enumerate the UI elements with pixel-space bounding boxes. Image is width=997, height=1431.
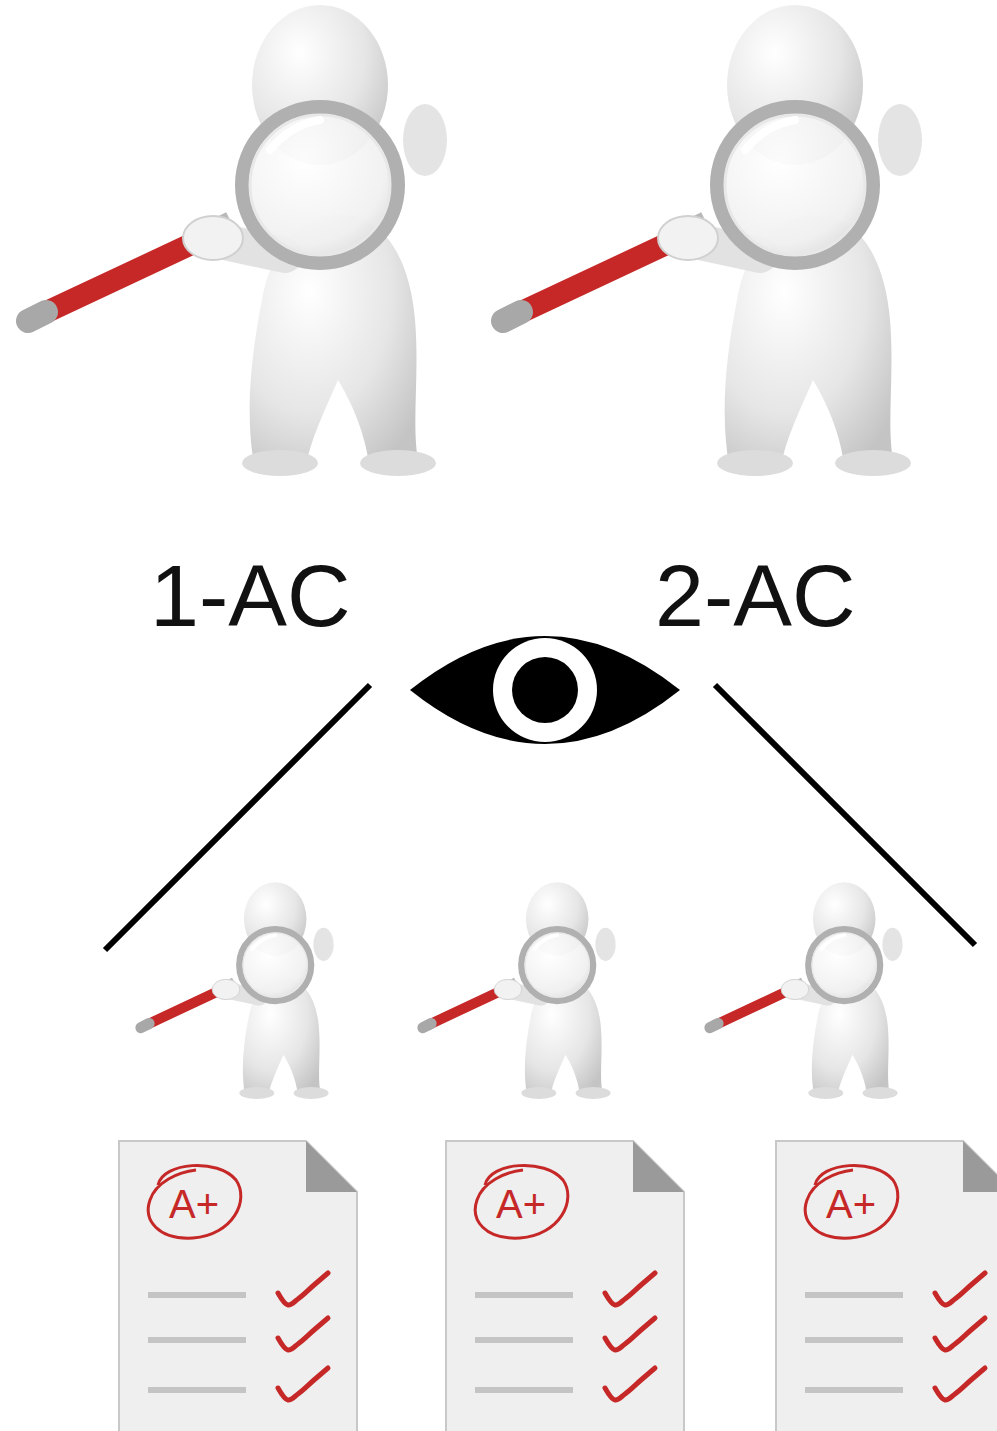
graded-document: A+	[445, 1140, 685, 1431]
check-mark	[605, 1318, 655, 1350]
eye-pupil	[512, 657, 578, 723]
grade-circle	[475, 1165, 568, 1238]
text-line	[475, 1337, 573, 1343]
check-mark	[935, 1368, 985, 1400]
text-line	[148, 1292, 246, 1298]
page-fold	[633, 1141, 684, 1192]
grade-circle	[148, 1165, 241, 1238]
check-mark	[278, 1318, 328, 1350]
large-figure	[503, 5, 922, 476]
text-line	[805, 1387, 903, 1393]
small-figure	[141, 882, 334, 1099]
eye-iris	[493, 638, 597, 742]
text-line	[805, 1292, 903, 1298]
large-figure	[28, 5, 447, 476]
document-page	[446, 1141, 684, 1431]
document-shape	[775, 1140, 997, 1431]
grade-mark: A+	[826, 1184, 876, 1224]
document-shape	[445, 1140, 685, 1431]
grade-mark: A+	[169, 1184, 219, 1224]
grade-mark: A+	[496, 1184, 546, 1224]
page-fold	[963, 1141, 997, 1192]
graded-document: A+	[118, 1140, 358, 1431]
text-line	[148, 1337, 246, 1343]
check-mark	[605, 1368, 655, 1400]
check-mark	[935, 1318, 985, 1350]
small-figure	[423, 882, 616, 1099]
document-page	[119, 1141, 357, 1431]
text-line	[805, 1337, 903, 1343]
grade-circle	[805, 1165, 898, 1238]
graded-document: A+	[775, 1140, 997, 1431]
check-mark	[605, 1273, 655, 1305]
text-line	[475, 1387, 573, 1393]
check-mark	[935, 1273, 985, 1305]
condition-label: 1-AC	[150, 552, 351, 640]
condition-label: 2-AC	[655, 552, 856, 640]
check-mark	[278, 1273, 328, 1305]
document-page	[776, 1141, 997, 1431]
text-line	[475, 1292, 573, 1298]
text-line	[148, 1387, 246, 1393]
document-shape	[118, 1140, 358, 1431]
view-line	[105, 685, 370, 950]
page-fold	[306, 1141, 357, 1192]
eye-symbol	[410, 636, 680, 744]
small-figure	[710, 882, 903, 1099]
check-mark	[278, 1368, 328, 1400]
